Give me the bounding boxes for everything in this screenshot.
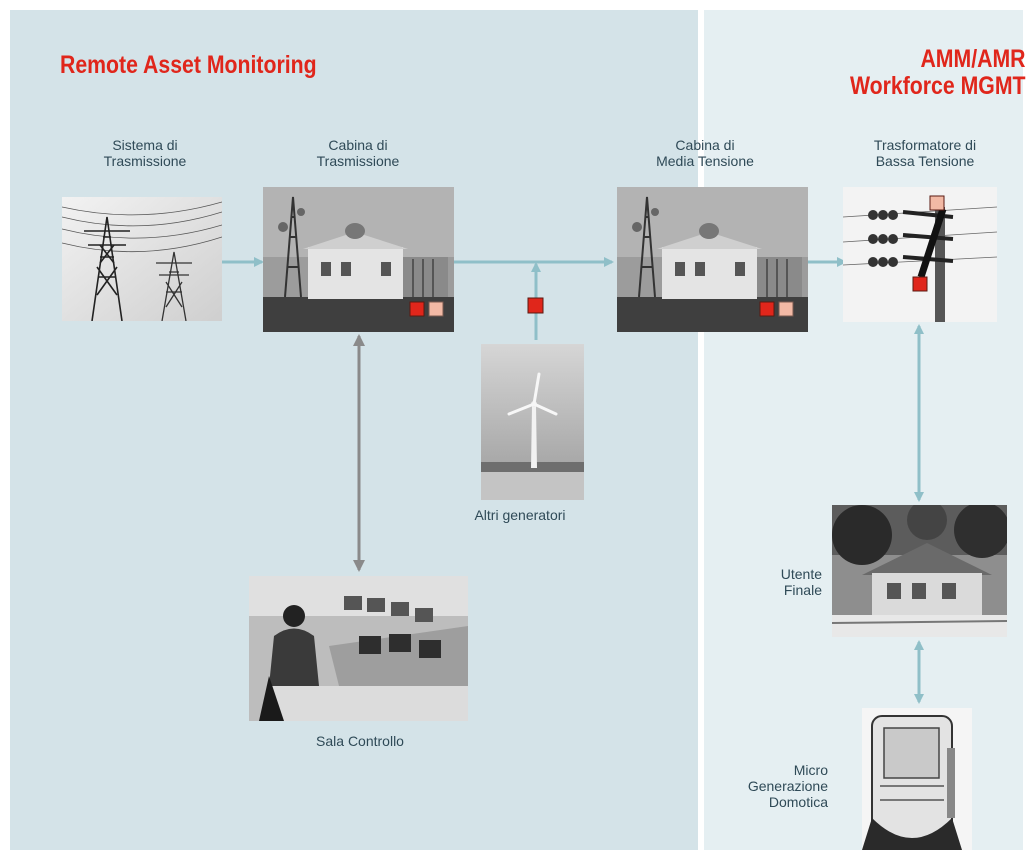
amm-amr-title: AMM/AMR Workforce MGMT	[849, 46, 1025, 100]
utente-finale-label: Utente Finale	[730, 566, 822, 598]
altri-generatori-label: Altri generatori	[455, 507, 585, 523]
control-room-photo-icon	[249, 576, 468, 721]
house-photo-icon	[832, 505, 1007, 637]
amm-amr-title-line1: AMM/AMR	[919, 45, 1025, 73]
sistema-trasmissione-label: Sistema di Trasmissione	[70, 137, 220, 169]
label-line: Utente	[780, 566, 822, 582]
sala-controllo-label: Sala Controllo	[285, 733, 435, 749]
workforce-mgmt-title-line2: Workforce MGMT	[849, 72, 1025, 100]
label-line: Media Tensione	[656, 153, 754, 169]
sensor-square-red	[409, 301, 425, 317]
micro-generazione-label: Micro Generazione Domotica	[720, 762, 828, 810]
cabina-trasmissione-label: Cabina di Trasmissione	[268, 137, 448, 169]
label-line: Trasformatore di	[873, 137, 977, 153]
remote-asset-monitoring-title: Remote Asset Monitoring	[60, 51, 317, 79]
substation-photo-icon	[263, 187, 454, 332]
label-line: Altri generatori	[474, 507, 566, 523]
pole-transformer-photo-icon	[843, 187, 997, 322]
label-line: Domotica	[768, 794, 828, 810]
sensor-square-red	[759, 301, 775, 317]
sensor-square-pink	[929, 195, 945, 211]
wind-turbine-photo-icon	[481, 344, 584, 500]
label-line: Finale	[783, 582, 822, 598]
pylon-photo-icon	[62, 197, 222, 321]
label-line: Sistema di	[112, 137, 178, 153]
label-line: Generazione	[747, 778, 828, 794]
label-line: Cabina di	[675, 137, 735, 153]
label-line: Trasmissione	[103, 153, 187, 169]
label-line: Trasmissione	[316, 153, 400, 169]
trasformatore-bassa-tensione-label: Trasformatore di Bassa Tensione	[835, 137, 1015, 169]
label-line: Sala Controllo	[316, 733, 404, 749]
sensor-square-pink	[428, 301, 444, 317]
sensor-square-red	[912, 276, 928, 292]
micro-generator-photo-icon	[862, 708, 972, 850]
label-line: Micro	[793, 762, 828, 778]
sensor-square-pink	[778, 301, 794, 317]
substation-photo-icon	[617, 187, 808, 332]
sensor-square-red	[527, 297, 544, 314]
label-line: Bassa Tensione	[875, 153, 975, 169]
label-line: Cabina di	[328, 137, 388, 153]
cabina-media-tensione-label: Cabina di Media Tensione	[620, 137, 790, 169]
